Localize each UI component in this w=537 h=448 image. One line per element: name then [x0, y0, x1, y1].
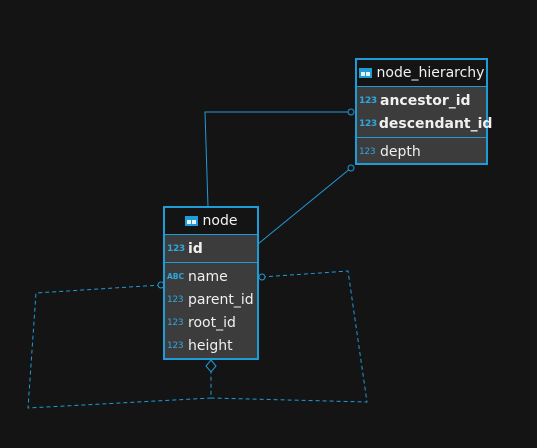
- column-row[interactable]: 123 root_id: [165, 311, 257, 334]
- numeric-type-icon: 123: [167, 294, 184, 305]
- column-name: parent_id: [188, 291, 254, 308]
- numeric-type-icon: 123: [359, 146, 376, 157]
- numeric-type-icon: 123: [167, 317, 184, 328]
- column-name: root_id: [188, 314, 236, 331]
- entity-node[interactable]: node 123 id ABC name 123 parent_id 123 r…: [163, 206, 259, 360]
- key-section: 123 id: [165, 235, 257, 263]
- numeric-type-icon: 123: [167, 340, 184, 351]
- column-row[interactable]: ABC name: [165, 265, 257, 288]
- field-section: 123 depth: [357, 138, 486, 165]
- column-row[interactable]: 123 parent_id: [165, 288, 257, 311]
- text-type-icon: ABC: [167, 272, 185, 281]
- column-name: depth: [380, 143, 421, 160]
- relation-endpoint-marker: [258, 273, 266, 281]
- column-name: ancestor_id: [380, 92, 471, 109]
- column-name: descendant_id: [378, 115, 493, 132]
- table-icon: [358, 68, 372, 78]
- key-section: 123 ancestor_id 123 descendant_id: [357, 87, 492, 138]
- column-row[interactable]: 123 depth: [357, 140, 486, 163]
- column-name: name: [188, 268, 228, 285]
- numeric-type-icon: 123: [359, 95, 377, 106]
- numeric-type-icon: 123: [359, 118, 377, 129]
- relation-diamond-marker: [205, 359, 217, 373]
- entity-title: node_hierarchy: [376, 65, 485, 81]
- entity-node-hierarchy[interactable]: node_hierarchy 123 ancestor_id 123 desce…: [355, 58, 492, 165]
- relation-endpoint-marker: [347, 164, 355, 172]
- relationship-line-descendant[interactable]: [257, 167, 352, 245]
- relationship-line-self-parent[interactable]: [27, 284, 212, 409]
- column-row[interactable]: 123 descendant_id: [357, 112, 492, 135]
- table-icon: [184, 216, 198, 226]
- relationship-line-self-root[interactable]: [210, 270, 368, 403]
- column-name: id: [188, 240, 203, 257]
- numeric-type-icon: 123: [167, 243, 185, 254]
- entity-title: node: [202, 213, 238, 229]
- field-section: ABC name 123 parent_id 123 root_id 123 h…: [165, 263, 257, 359]
- entity-header[interactable]: node: [165, 208, 257, 235]
- column-row[interactable]: 123 height: [165, 334, 257, 357]
- relation-endpoint-marker: [347, 108, 355, 116]
- column-row[interactable]: 123 id: [165, 237, 257, 260]
- column-row[interactable]: 123 ancestor_id: [357, 89, 486, 112]
- entity-header[interactable]: node_hierarchy: [357, 60, 486, 87]
- column-name: height: [188, 337, 233, 354]
- relationship-line-ancestor[interactable]: [204, 111, 351, 208]
